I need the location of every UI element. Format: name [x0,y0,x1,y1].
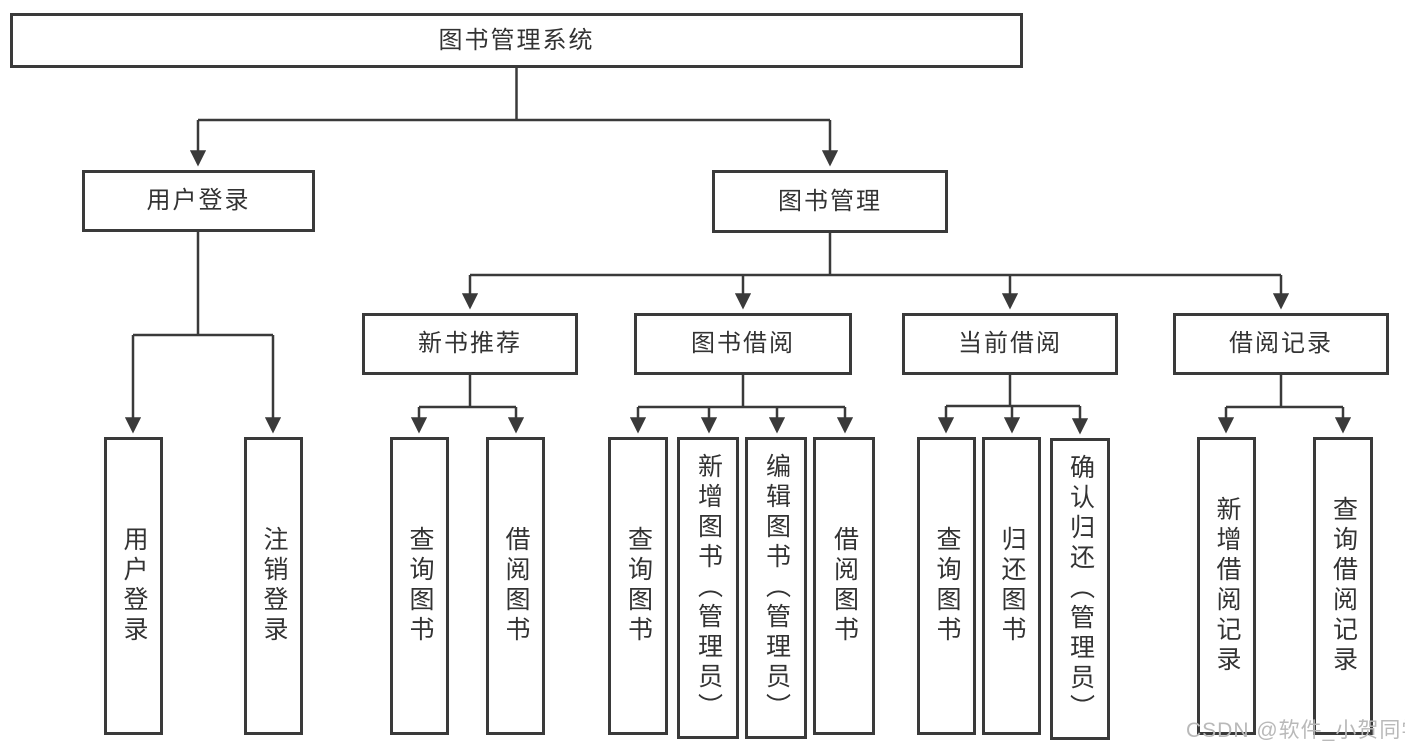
node-label: 当前借阅 [958,330,1062,357]
leaf-label: 用户登录 [120,526,148,646]
node-user-login: 用户登录 [82,170,315,232]
leaf-bb-edit-books-admin: 编辑图书（管理员） [745,437,807,739]
leaf-user-login: 用户登录 [104,437,163,735]
leaf-nb-borrow-books: 借阅图书 [486,437,545,735]
leaf-br-add-borrow-record: 新增借阅记录 [1197,437,1256,735]
leaf-label: 编辑图书（管理员） [762,453,791,723]
leaf-br-query-borrow-record: 查询借阅记录 [1313,437,1373,735]
leaf-label: 查询图书 [624,526,653,646]
node-label: 新书推荐 [418,330,522,357]
leaf-cb-query-books: 查询图书 [917,437,976,735]
leaf-bb-borrow-books: 借阅图书 [813,437,875,735]
node-label: 图书管理 [778,187,882,215]
node-label: 借阅记录 [1229,330,1333,357]
leaf-label: 查询图书 [406,526,434,646]
node-book-borrowing: 图书借阅 [634,313,852,375]
node-label: 用户登录 [146,187,251,214]
node-label: 图书借阅 [691,330,795,357]
node-label: 图书管理系统 [438,26,595,54]
node-new-book-recommendation: 新书推荐 [362,313,578,375]
leaf-label: 归还图书 [998,526,1026,646]
leaf-label: 注销登录 [260,526,288,646]
node-current-borrowing: 当前借阅 [902,313,1118,375]
node-library-management-system: 图书管理系统 [10,13,1023,68]
leaf-label: 新增图书（管理员） [694,453,723,723]
node-book-management: 图书管理 [712,170,948,233]
leaf-label: 查询借阅记录 [1329,496,1358,676]
watermark: CSDN @软件_小贺同学 [1186,719,1405,742]
leaf-label: 确认归还（管理员） [1066,454,1095,724]
leaf-label: 新增借阅记录 [1213,496,1241,676]
node-borrowing-records: 借阅记录 [1173,313,1389,375]
leaf-label: 查询图书 [933,526,961,646]
leaf-logout: 注销登录 [244,437,303,735]
leaf-nb-query-books: 查询图书 [390,437,449,735]
leaf-cb-confirm-return-admin: 确认归还（管理员） [1050,438,1110,740]
leaf-cb-return-books: 归还图书 [982,437,1041,735]
leaf-label: 借阅图书 [502,526,530,646]
leaf-bb-query-books: 查询图书 [608,437,668,735]
leaf-label: 借阅图书 [830,526,859,646]
leaf-bb-add-books-admin: 新增图书（管理员） [677,437,739,739]
